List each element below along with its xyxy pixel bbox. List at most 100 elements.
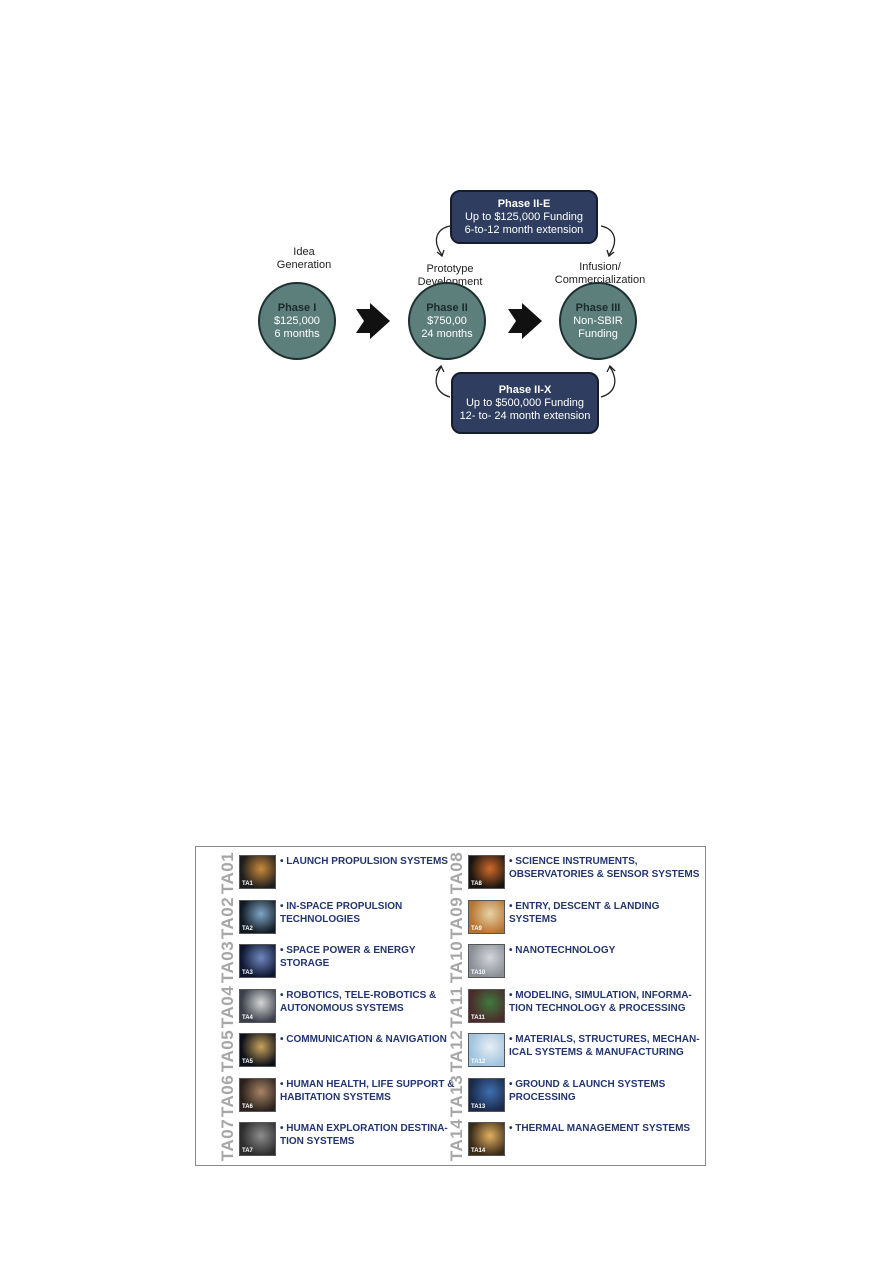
- thumb-label: TA4: [242, 1014, 253, 1021]
- phase-2x-duration: 12- to- 24 month extension: [459, 409, 591, 422]
- thumb-label: TA9: [471, 925, 482, 932]
- phase-2x-box: Phase II-X Up to $500,000 Funding 12- to…: [451, 372, 599, 434]
- tech-area-title: • Space Power & EnergyStorage: [280, 944, 416, 970]
- phase-3-title: Phase III: [575, 301, 621, 314]
- tech-area-title: • Ground & Launch SystemsProcessing: [509, 1078, 665, 1104]
- thumb-label: TA14: [471, 1148, 486, 1154]
- curve-arrow-2x-right-icon: [600, 364, 616, 398]
- phase-3-line1: Non-SBIR: [573, 314, 623, 327]
- curve-arrow-2e-right-icon: [600, 225, 616, 258]
- space-power-icon: TA3: [239, 944, 276, 978]
- tech-area-title-line: Observatories & Sensor Systems: [509, 869, 700, 880]
- tech-area-code-text: TA08: [447, 851, 466, 895]
- robotics-icon: TA4: [239, 988, 276, 1023]
- tech-area-title: • Robotics, Tele-Robotics &Autonomous Sy…: [280, 989, 436, 1015]
- arrow-phase1-to-phase2-icon: [356, 303, 390, 339]
- tech-area-code: TA11: [447, 985, 466, 1028]
- tech-area-title: • Launch Propulsion Systems: [280, 855, 448, 868]
- infusion-label-line1: Infusion/: [579, 261, 621, 273]
- phase-2-title: Phase II: [426, 301, 468, 314]
- tech-area-code: TA12: [447, 1030, 466, 1072]
- tech-area-code-text: TA04: [218, 985, 237, 1028]
- tech-area-code: TA10: [447, 940, 466, 984]
- thumb-label: TA2: [242, 925, 253, 932]
- phase-2e-duration: 6-to-12 month extension: [464, 223, 584, 236]
- tech-area-title-line: • Communication & Navigation: [280, 1034, 447, 1045]
- thumb-label: TA13: [471, 1103, 486, 1110]
- tech-area-title-line: • Thermal Management Systems: [509, 1123, 691, 1134]
- thumb-label: TA11: [471, 1014, 485, 1021]
- phase-1-duration: 6 months: [274, 327, 320, 340]
- tech-area-title-line: tion Systems: [280, 1136, 355, 1147]
- phase-2-duration: 24 months: [421, 327, 473, 340]
- tech-area-code-text: TA14: [447, 1118, 466, 1162]
- phase-2-circle: Phase II $750,00 24 months: [408, 282, 486, 360]
- in-space-propulsion-icon: TA2: [239, 899, 276, 934]
- sbir-phase-diagram: Idea Generation Prototype Development In…: [250, 185, 670, 440]
- tech-area-code: TA05: [218, 1030, 237, 1072]
- tech-area-title-line: • In-Space Propulsion: [280, 900, 403, 912]
- ground-launch-icon: TA13: [468, 1077, 505, 1112]
- tech-area-title-line: • Nanotechnology: [509, 945, 616, 956]
- human-health-icon: TA6: [239, 1077, 276, 1112]
- phase-1-funding: $125,000: [274, 314, 320, 327]
- tech-area-title-line: • Materials, Structures, Mechan-: [509, 1034, 700, 1045]
- idea-label-line2: Generation: [276, 259, 332, 271]
- tech-area-code: TA09: [447, 896, 466, 939]
- tech-area-title: • Entry, Descent & LandingSystems: [509, 900, 659, 926]
- tech-area-title: • Communication & Navigation: [280, 1033, 447, 1046]
- thumb-label: TA10: [471, 970, 486, 976]
- tech-area-code-text: TA11: [447, 985, 466, 1028]
- tech-area-title-line: • Robotics, Tele-Robotics &: [280, 989, 437, 1001]
- tech-area-code-text: TA13: [447, 1074, 466, 1117]
- tech-area-title-line: • Space Power & Energy: [280, 945, 416, 956]
- tech-area-title-line: • Ground & Launch Systems: [509, 1078, 666, 1090]
- tech-area-title: • Human Exploration Destina-tion Systems: [280, 1122, 448, 1148]
- tech-area-code: TA08: [447, 851, 466, 895]
- thumb-label: TA7: [242, 1148, 253, 1154]
- curve-arrow-2x-left-icon: [435, 364, 451, 398]
- tech-area-title-line: ical Systems & Manufacturing: [509, 1047, 684, 1058]
- tech-area-code: TA14: [447, 1118, 466, 1162]
- tech-area-code-text: TA09: [447, 896, 466, 939]
- infusion-commercialization-label: Infusion/ Commercialization: [540, 261, 660, 287]
- launch-propulsion-icon: TA1: [239, 855, 276, 889]
- thumb-label: TA12: [471, 1059, 486, 1065]
- phase-2e-box: Phase II-E Up to $125,000 Funding 6-to-1…: [450, 190, 598, 244]
- tech-area-code: TA13: [447, 1074, 466, 1117]
- tech-area-title-line: • Human Exploration Destina-: [280, 1123, 448, 1134]
- tech-area-code: TA06: [218, 1074, 237, 1117]
- phase-3-line2: Funding: [578, 327, 618, 340]
- tech-area-title: • In-Space PropulsionTechnologies: [280, 900, 402, 926]
- phase-2-funding: $750,00: [427, 314, 467, 327]
- tech-area-code-text: TA06: [218, 1074, 237, 1117]
- tech-area-title: • Science Instruments,Observatories & Se…: [509, 855, 699, 881]
- prototype-label-line1: Prototype: [426, 263, 474, 275]
- tech-area-code-text: TA03: [218, 940, 237, 984]
- infusion-label-line2: Commercialization: [554, 274, 646, 286]
- tech-area-title: • Modeling, Simulation, Informa-tion Tec…: [509, 989, 692, 1015]
- tech-area-title-line: • Modeling, Simulation, Informa-: [509, 989, 692, 1001]
- nanotechnology-icon: TA10: [468, 944, 505, 978]
- tech-area-title-line: • Entry, Descent & Landing: [509, 900, 660, 912]
- tech-area-code: TA01: [218, 852, 237, 894]
- phase-2x-title: Phase II-X: [498, 383, 552, 396]
- tech-area-code-text: TA10: [447, 940, 466, 984]
- tech-area-code-text: TA02: [218, 896, 237, 939]
- thumb-label: TA8: [471, 881, 482, 887]
- phase-1-circle: Phase I $125,000 6 months: [258, 282, 336, 360]
- tech-area-title: • Thermal Management Systems: [509, 1122, 690, 1135]
- human-exploration-icon: TA7: [239, 1122, 276, 1156]
- tech-area-title-line: Systems: [509, 913, 557, 925]
- phase-1-title: Phase I: [277, 301, 317, 314]
